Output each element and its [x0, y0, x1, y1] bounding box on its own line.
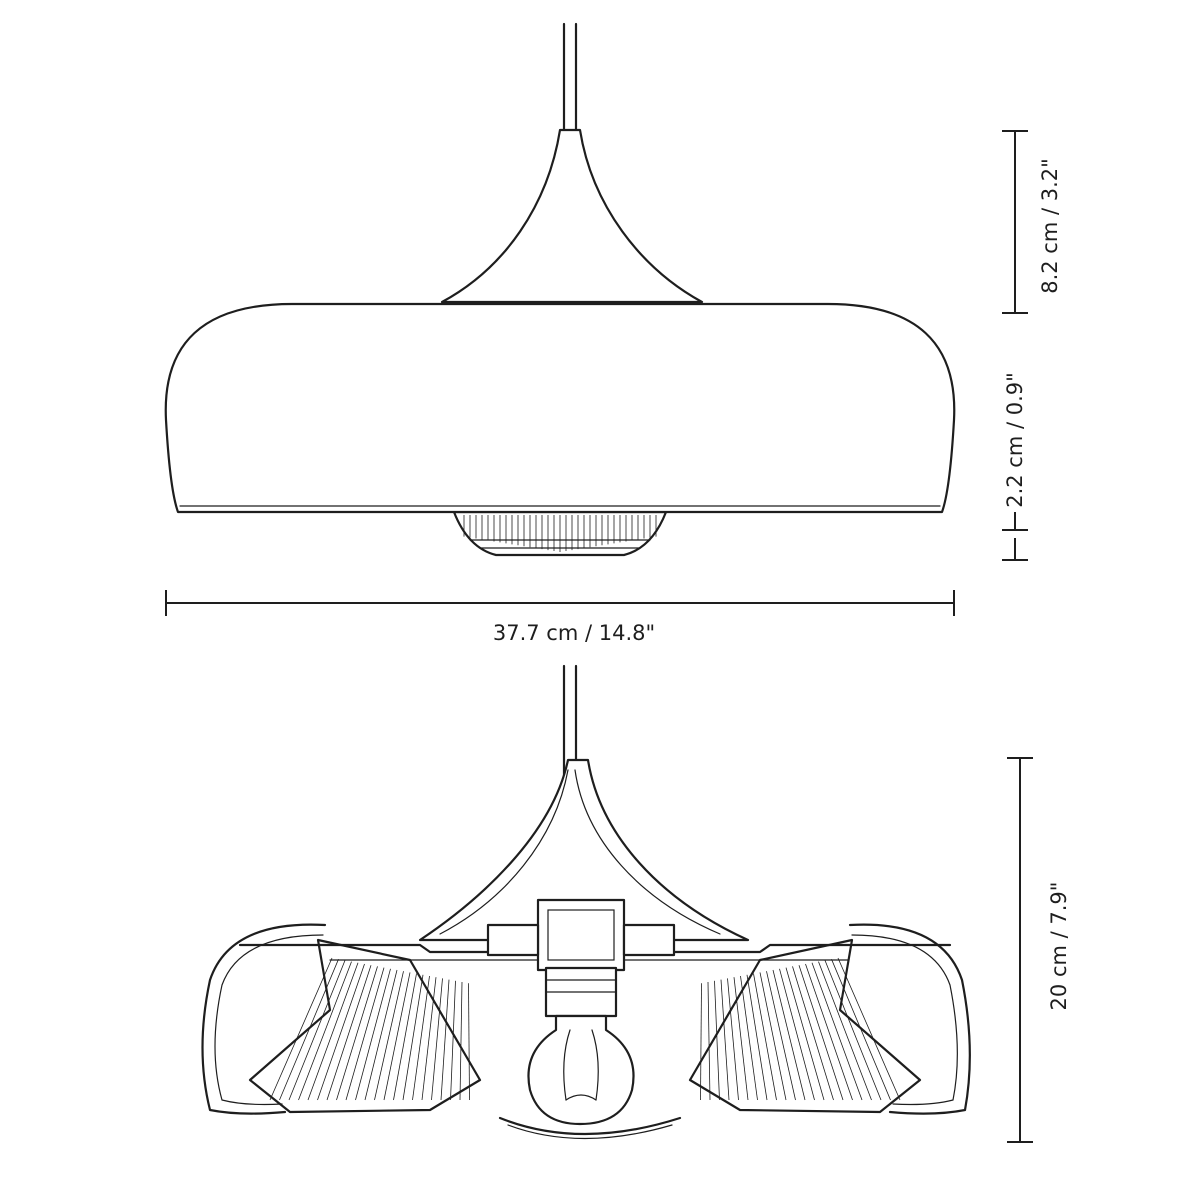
rib-line [831, 959, 891, 1101]
diffuser [452, 510, 668, 557]
rib-line [707, 981, 711, 1101]
rib-line [336, 966, 378, 1101]
top-height-label: 8.2 cm / 3.2" [1038, 158, 1062, 294]
rib-line [412, 975, 430, 1101]
right-rattan-wing [688, 938, 922, 1114]
rib-line [792, 966, 834, 1101]
elevation-view [164, 22, 956, 557]
rib-line [811, 962, 863, 1101]
rib-line [440, 979, 450, 1101]
rib-line [288, 960, 346, 1101]
rib-line [818, 961, 872, 1101]
width-dimension: 37.7 cm / 14.8" [165, 590, 955, 645]
power-cord [562, 22, 578, 134]
rib-line [720, 979, 730, 1101]
section-view [201, 664, 971, 1140]
total-height-label: 20 cm / 7.9" [1047, 882, 1071, 1011]
rib-line [766, 971, 796, 1101]
rib-line [824, 960, 882, 1101]
lamp-shade [164, 302, 956, 514]
rib-line [837, 957, 901, 1101]
total-height-dimension: 20 cm / 7.9" [1007, 757, 1071, 1143]
rib-line [785, 967, 825, 1101]
rib-line [805, 963, 853, 1101]
rib-line [355, 968, 391, 1101]
left-rattan-wing [248, 938, 482, 1114]
rib-line [733, 977, 749, 1101]
rib-line [345, 967, 385, 1101]
rib-line [393, 973, 417, 1101]
section-neck [418, 758, 750, 942]
rib-line [753, 973, 777, 1101]
rib-line [740, 975, 758, 1101]
section-diffuser [498, 1116, 682, 1136]
rib-line [759, 972, 787, 1101]
rib-line [421, 977, 437, 1101]
rib-line [298, 961, 352, 1101]
bulb-socket [486, 898, 676, 1018]
rib-line [383, 972, 411, 1101]
rib-line [317, 963, 365, 1101]
lamp-neck [440, 128, 704, 304]
rib-line [431, 978, 443, 1101]
rib-line [714, 980, 720, 1101]
rib-line [279, 959, 339, 1101]
rib-line [269, 957, 333, 1101]
rib-line [772, 969, 806, 1101]
rib-line [727, 978, 739, 1101]
rib-line [326, 965, 372, 1101]
rib-line [307, 962, 359, 1101]
diffuser-height-dimension: 2.2 cm / 0.9" [1002, 372, 1028, 561]
rib-line [779, 968, 815, 1101]
rib-line [468, 983, 470, 1101]
rib-line [374, 971, 404, 1101]
top-height-dimension: 8.2 cm / 3.2" [1002, 130, 1062, 314]
rib-line [402, 974, 424, 1101]
rib-line [459, 981, 463, 1101]
diffuser-height-label: 2.2 cm / 0.9" [1003, 372, 1027, 508]
rib-line [364, 969, 398, 1101]
shade-left-shell [201, 923, 327, 1115]
light-bulb [527, 1014, 635, 1126]
rib-line [798, 965, 844, 1101]
rib-line [450, 980, 456, 1101]
rib-line [700, 983, 702, 1101]
rib-line [746, 974, 768, 1101]
shade-right-shell [848, 923, 971, 1115]
width-label: 37.7 cm / 14.8" [493, 621, 655, 645]
